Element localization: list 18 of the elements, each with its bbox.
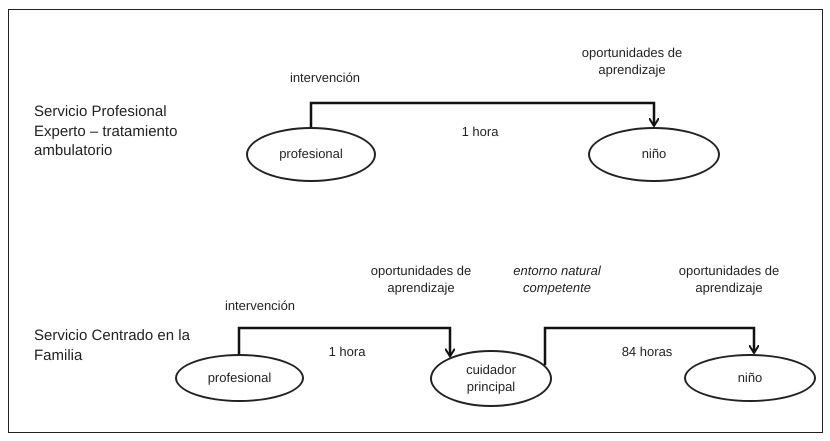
ellipse-node: niño	[684, 354, 816, 402]
annotation-text: oportunidades de aprendizaje	[678, 263, 780, 297]
connector-arrow	[310, 102, 660, 127]
connector-arrow	[544, 326, 760, 366]
annotation-text: oportunidades de aprendizaje	[580, 45, 684, 79]
annotation-text: 84 horas	[620, 344, 674, 361]
annotation-text: intervención	[224, 298, 296, 315]
annotation-text: 1 hora	[460, 124, 500, 141]
annotation-text: 1 hora	[328, 344, 366, 361]
ellipse-node: profesional	[246, 127, 376, 182]
annotation-text: intervención	[288, 70, 362, 87]
ellipse-node: cuidador principal	[430, 350, 552, 407]
annotation-text: entorno natural competente	[512, 263, 602, 297]
annotation-text: oportunidades de aprendizaje	[370, 263, 472, 297]
annotation-text: Servicio Profesional Experto – tratamiento ambulatorio	[34, 102, 178, 160]
ellipse-node: profesional	[175, 354, 304, 402]
connector-arrow	[238, 326, 456, 358]
ellipse-node: niño	[588, 127, 720, 182]
